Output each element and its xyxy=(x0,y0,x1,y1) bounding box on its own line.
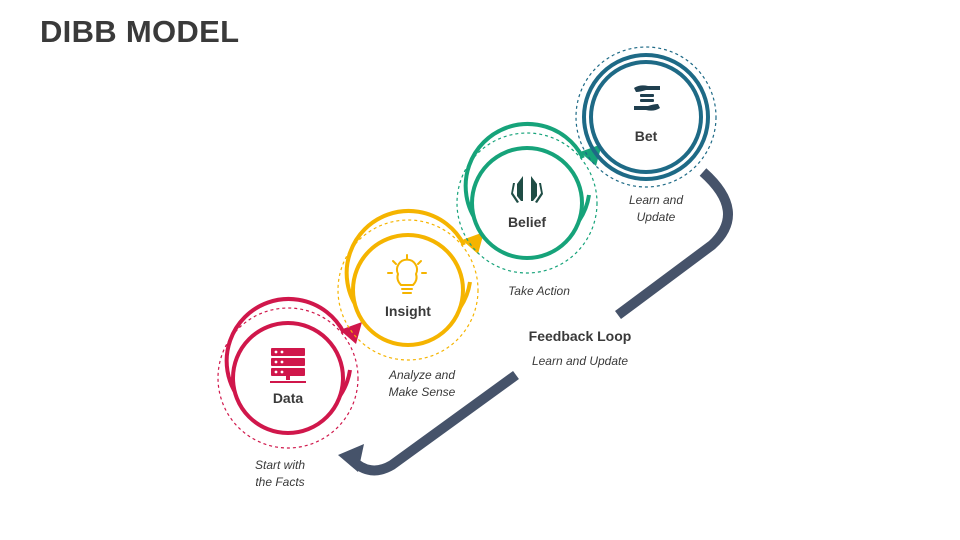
caption-insight-line2: Make Sense xyxy=(389,385,456,399)
feedback-loop-title: Feedback Loop xyxy=(529,328,632,344)
stage-insight: Insight Analyze and Make Sense xyxy=(337,209,484,399)
hand-coins-icon xyxy=(634,85,660,111)
stage-data: Data Start with the Facts xyxy=(217,297,362,489)
caption-data-line2: the Facts xyxy=(255,475,304,489)
caption-bet-line2: Update xyxy=(637,210,676,224)
caption-belief: Take Action xyxy=(508,284,570,298)
caption-data-line1: Start with xyxy=(255,458,305,472)
belief-connector-arrow xyxy=(580,144,602,166)
belief-inner-ring xyxy=(470,146,584,260)
page-title: DIBB MODEL xyxy=(40,14,240,49)
stage-label-data: Data xyxy=(273,390,304,406)
stage-label-bet: Bet xyxy=(635,128,658,144)
belief-dashed-ring xyxy=(456,132,598,274)
bet-ring xyxy=(582,53,710,181)
bet-inner-ring xyxy=(589,60,703,174)
praying-hands-icon xyxy=(511,176,543,203)
insight-connector-arrow xyxy=(462,232,484,254)
caption-insight-line1: Analyze and xyxy=(388,368,455,382)
caption-bet-line1: Learn and xyxy=(629,193,683,207)
lightbulb-icon xyxy=(387,254,427,294)
stage-belief: Belief Take Action xyxy=(456,122,602,298)
data-connector-arrow xyxy=(340,322,362,344)
stage-bet: Bet Learn and Update xyxy=(575,46,717,224)
feedback-loop-subtitle: Learn and Update xyxy=(532,354,628,368)
bet-dashed-ring xyxy=(575,46,717,188)
insight-dashed-ring xyxy=(337,219,479,361)
stage-label-insight: Insight xyxy=(385,303,431,319)
server-stack-icon xyxy=(270,348,306,383)
stage-label-belief: Belief xyxy=(508,214,546,230)
data-dashed-ring xyxy=(217,307,359,449)
feedback-loop-arrow xyxy=(615,168,733,320)
feedback-arrowhead xyxy=(338,444,364,472)
